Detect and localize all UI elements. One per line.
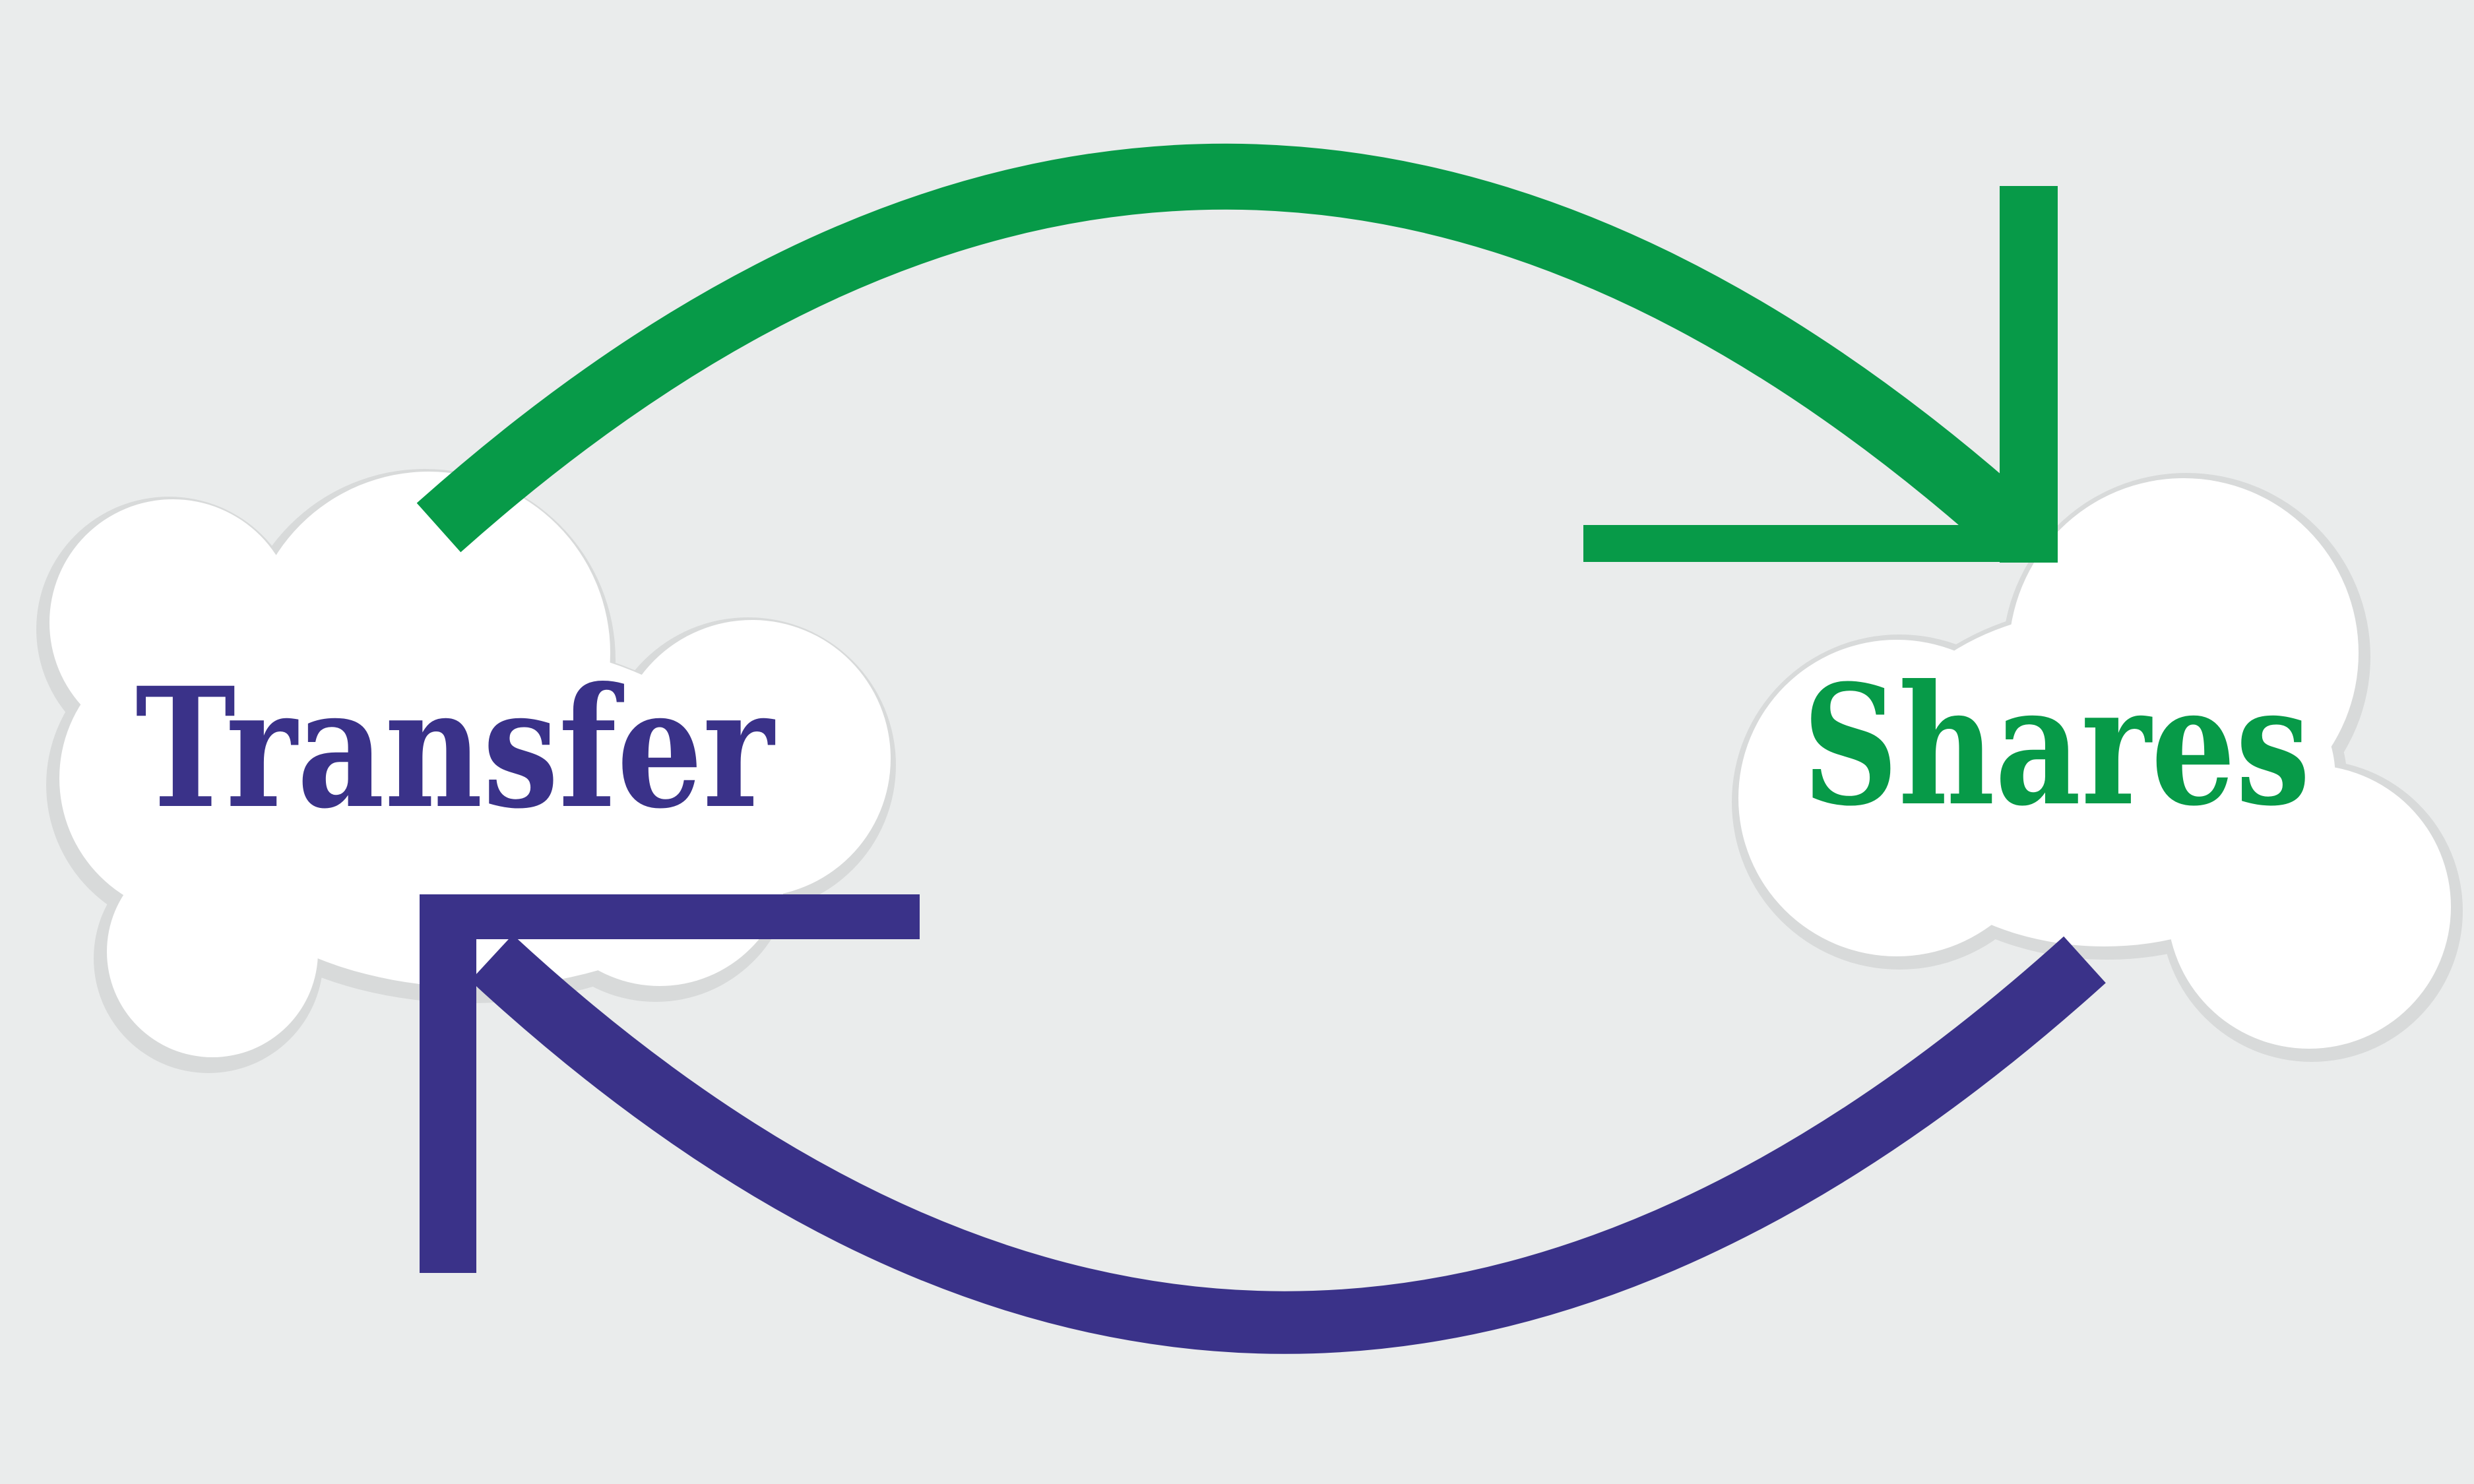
purple-curved-arrow-icon <box>420 894 2106 1354</box>
shares-cloud-body <box>1738 478 2451 1049</box>
purple-arrow-shaft <box>470 935 2106 1354</box>
green-arrow-shaft <box>416 143 2038 556</box>
transfer-label: Transfer <box>135 651 776 845</box>
shares-label: Shares <box>1802 648 2310 842</box>
shares-cloud: Shares <box>1732 473 2463 1062</box>
green-curved-arrow-icon <box>416 143 2058 563</box>
